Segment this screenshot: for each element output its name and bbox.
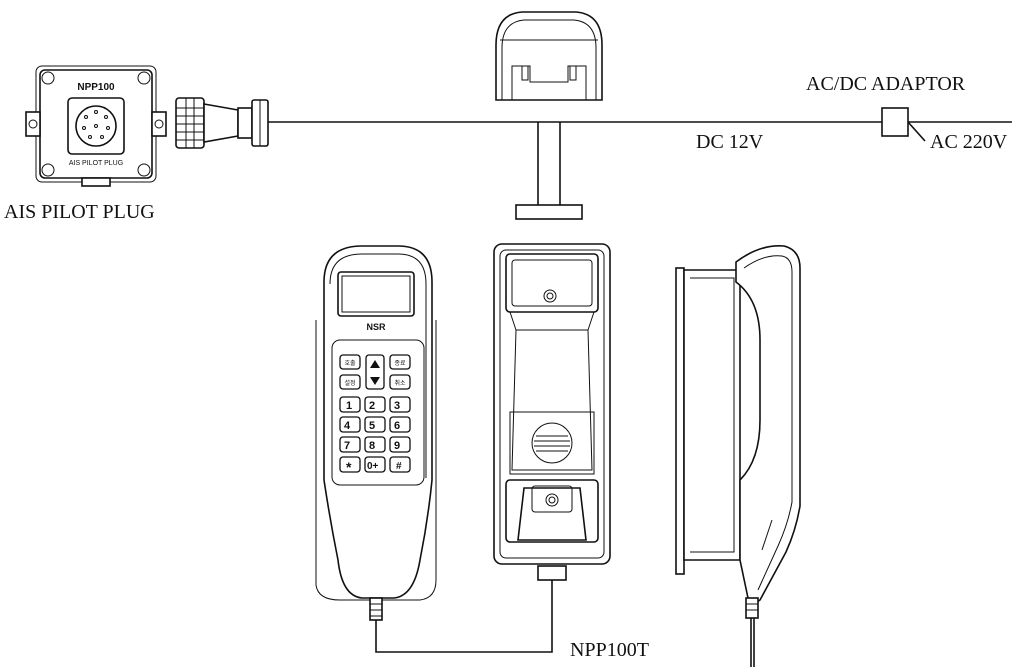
key-0: 0+ <box>367 461 379 472</box>
arrow-down-icon <box>370 377 380 385</box>
handset-cord <box>375 580 553 653</box>
key-hash: # <box>396 461 402 472</box>
handset-side-view <box>675 245 801 667</box>
handset-front-view: NSR 호출 종료 설정 취소 1 2 3 4 5 6 7 8 9 <box>315 245 437 621</box>
cradle-top-view <box>495 11 603 220</box>
label-ac-220v: AC 220V <box>930 131 1008 153</box>
key-call: 호출 <box>344 359 356 367</box>
key-end: 종료 <box>394 360 406 367</box>
key-3: 3 <box>394 400 400 412</box>
cradle-front-view <box>493 243 611 581</box>
label-ais-pilot-plug: AIS PILOT PLUG <box>4 201 155 223</box>
key-9: 9 <box>394 440 400 452</box>
key-1: 1 <box>346 400 352 412</box>
box-subtitle: AIS PILOT PLUG <box>69 160 123 167</box>
label-acdc-adaptor: AC/DC ADAPTOR <box>806 73 966 95</box>
key-8: 8 <box>369 440 375 452</box>
key-star: * <box>346 459 352 475</box>
key-6: 6 <box>394 420 400 432</box>
key-7: 7 <box>344 440 350 452</box>
label-dc-12v: DC 12V <box>696 131 764 153</box>
key-4: 4 <box>344 420 351 432</box>
arrow-up-icon <box>370 360 380 368</box>
key-set: 설정 <box>344 379 355 387</box>
acdc-adaptor <box>881 107 909 137</box>
handset-brand: NSR <box>366 322 386 332</box>
key-cancel: 취소 <box>394 379 406 387</box>
ais-pilot-plug-box: NPP100 AIS PILOT PLUG <box>25 65 167 187</box>
box-title: NPP100 <box>77 82 115 93</box>
cable-connector <box>175 97 269 149</box>
main-cable <box>268 121 1012 142</box>
label-npp100t: NPP100T <box>570 639 649 661</box>
key-5: 5 <box>369 420 375 432</box>
key-2: 2 <box>369 400 375 412</box>
